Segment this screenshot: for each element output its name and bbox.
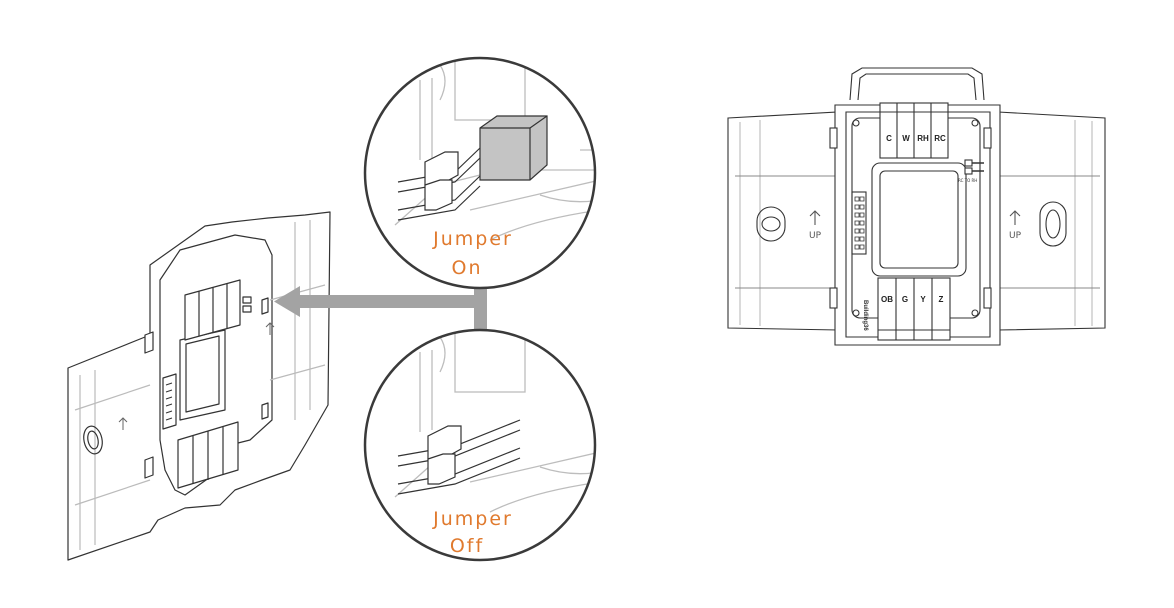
jumper-off-label-line2: Off	[450, 535, 484, 557]
brand-text: Building36	[862, 300, 868, 331]
terminal-label-top-2: W	[902, 134, 910, 143]
terminal-label-bottom-2: G	[902, 295, 908, 304]
jumper-off-label-line1: Jumper	[432, 508, 513, 530]
jumper-on-label-line1: Jumper	[432, 228, 513, 250]
jumper-tiny-label: RC TO RH	[958, 178, 977, 183]
terminal-label-bottom-4: Z	[939, 295, 944, 304]
terminal-label-bottom-1: OB	[881, 295, 893, 304]
jumper-off-inset: Jumper Off	[363, 328, 597, 562]
terminal-label-bottom-3: Y	[920, 295, 926, 304]
terminal-label-top-1: C	[886, 134, 892, 143]
jumper-on-label-line2: On	[452, 257, 483, 279]
terminal-label-top-4: RC	[934, 134, 946, 143]
jumper-on-inset: Jumper On	[363, 56, 597, 290]
backplate-front	[727, 67, 1106, 346]
up-arrows-front	[809, 210, 1021, 225]
backplate-angled	[67, 211, 331, 561]
up-label-right: UP	[1009, 231, 1022, 241]
connector-arrow	[274, 285, 487, 330]
terminal-label-top-3: RH	[917, 134, 929, 143]
up-label-left: UP	[809, 231, 822, 241]
up-marks-angled	[118, 322, 275, 430]
